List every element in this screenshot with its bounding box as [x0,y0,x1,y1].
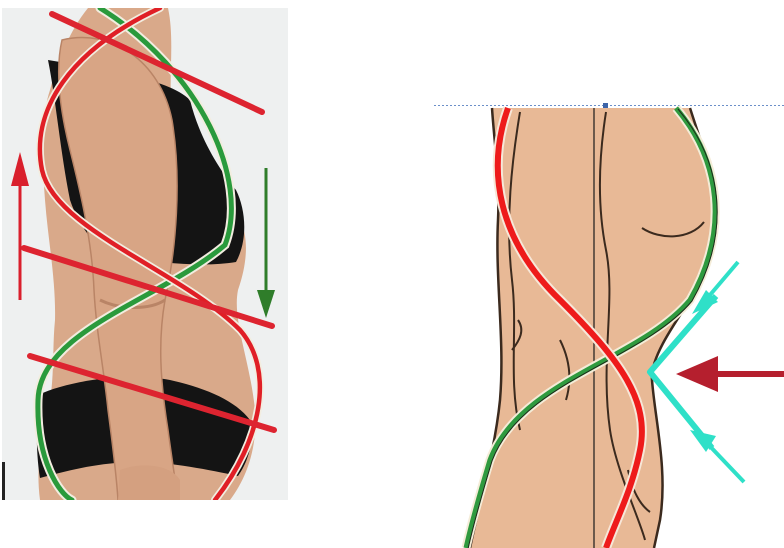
red-push-arrow-head [676,356,718,392]
left-photo-panel [2,8,288,500]
corner-mark [2,462,5,500]
cyan-lower-arrow-shaft [704,440,744,482]
right-panel-handle [603,103,608,108]
right-illustration-panel [466,108,784,548]
